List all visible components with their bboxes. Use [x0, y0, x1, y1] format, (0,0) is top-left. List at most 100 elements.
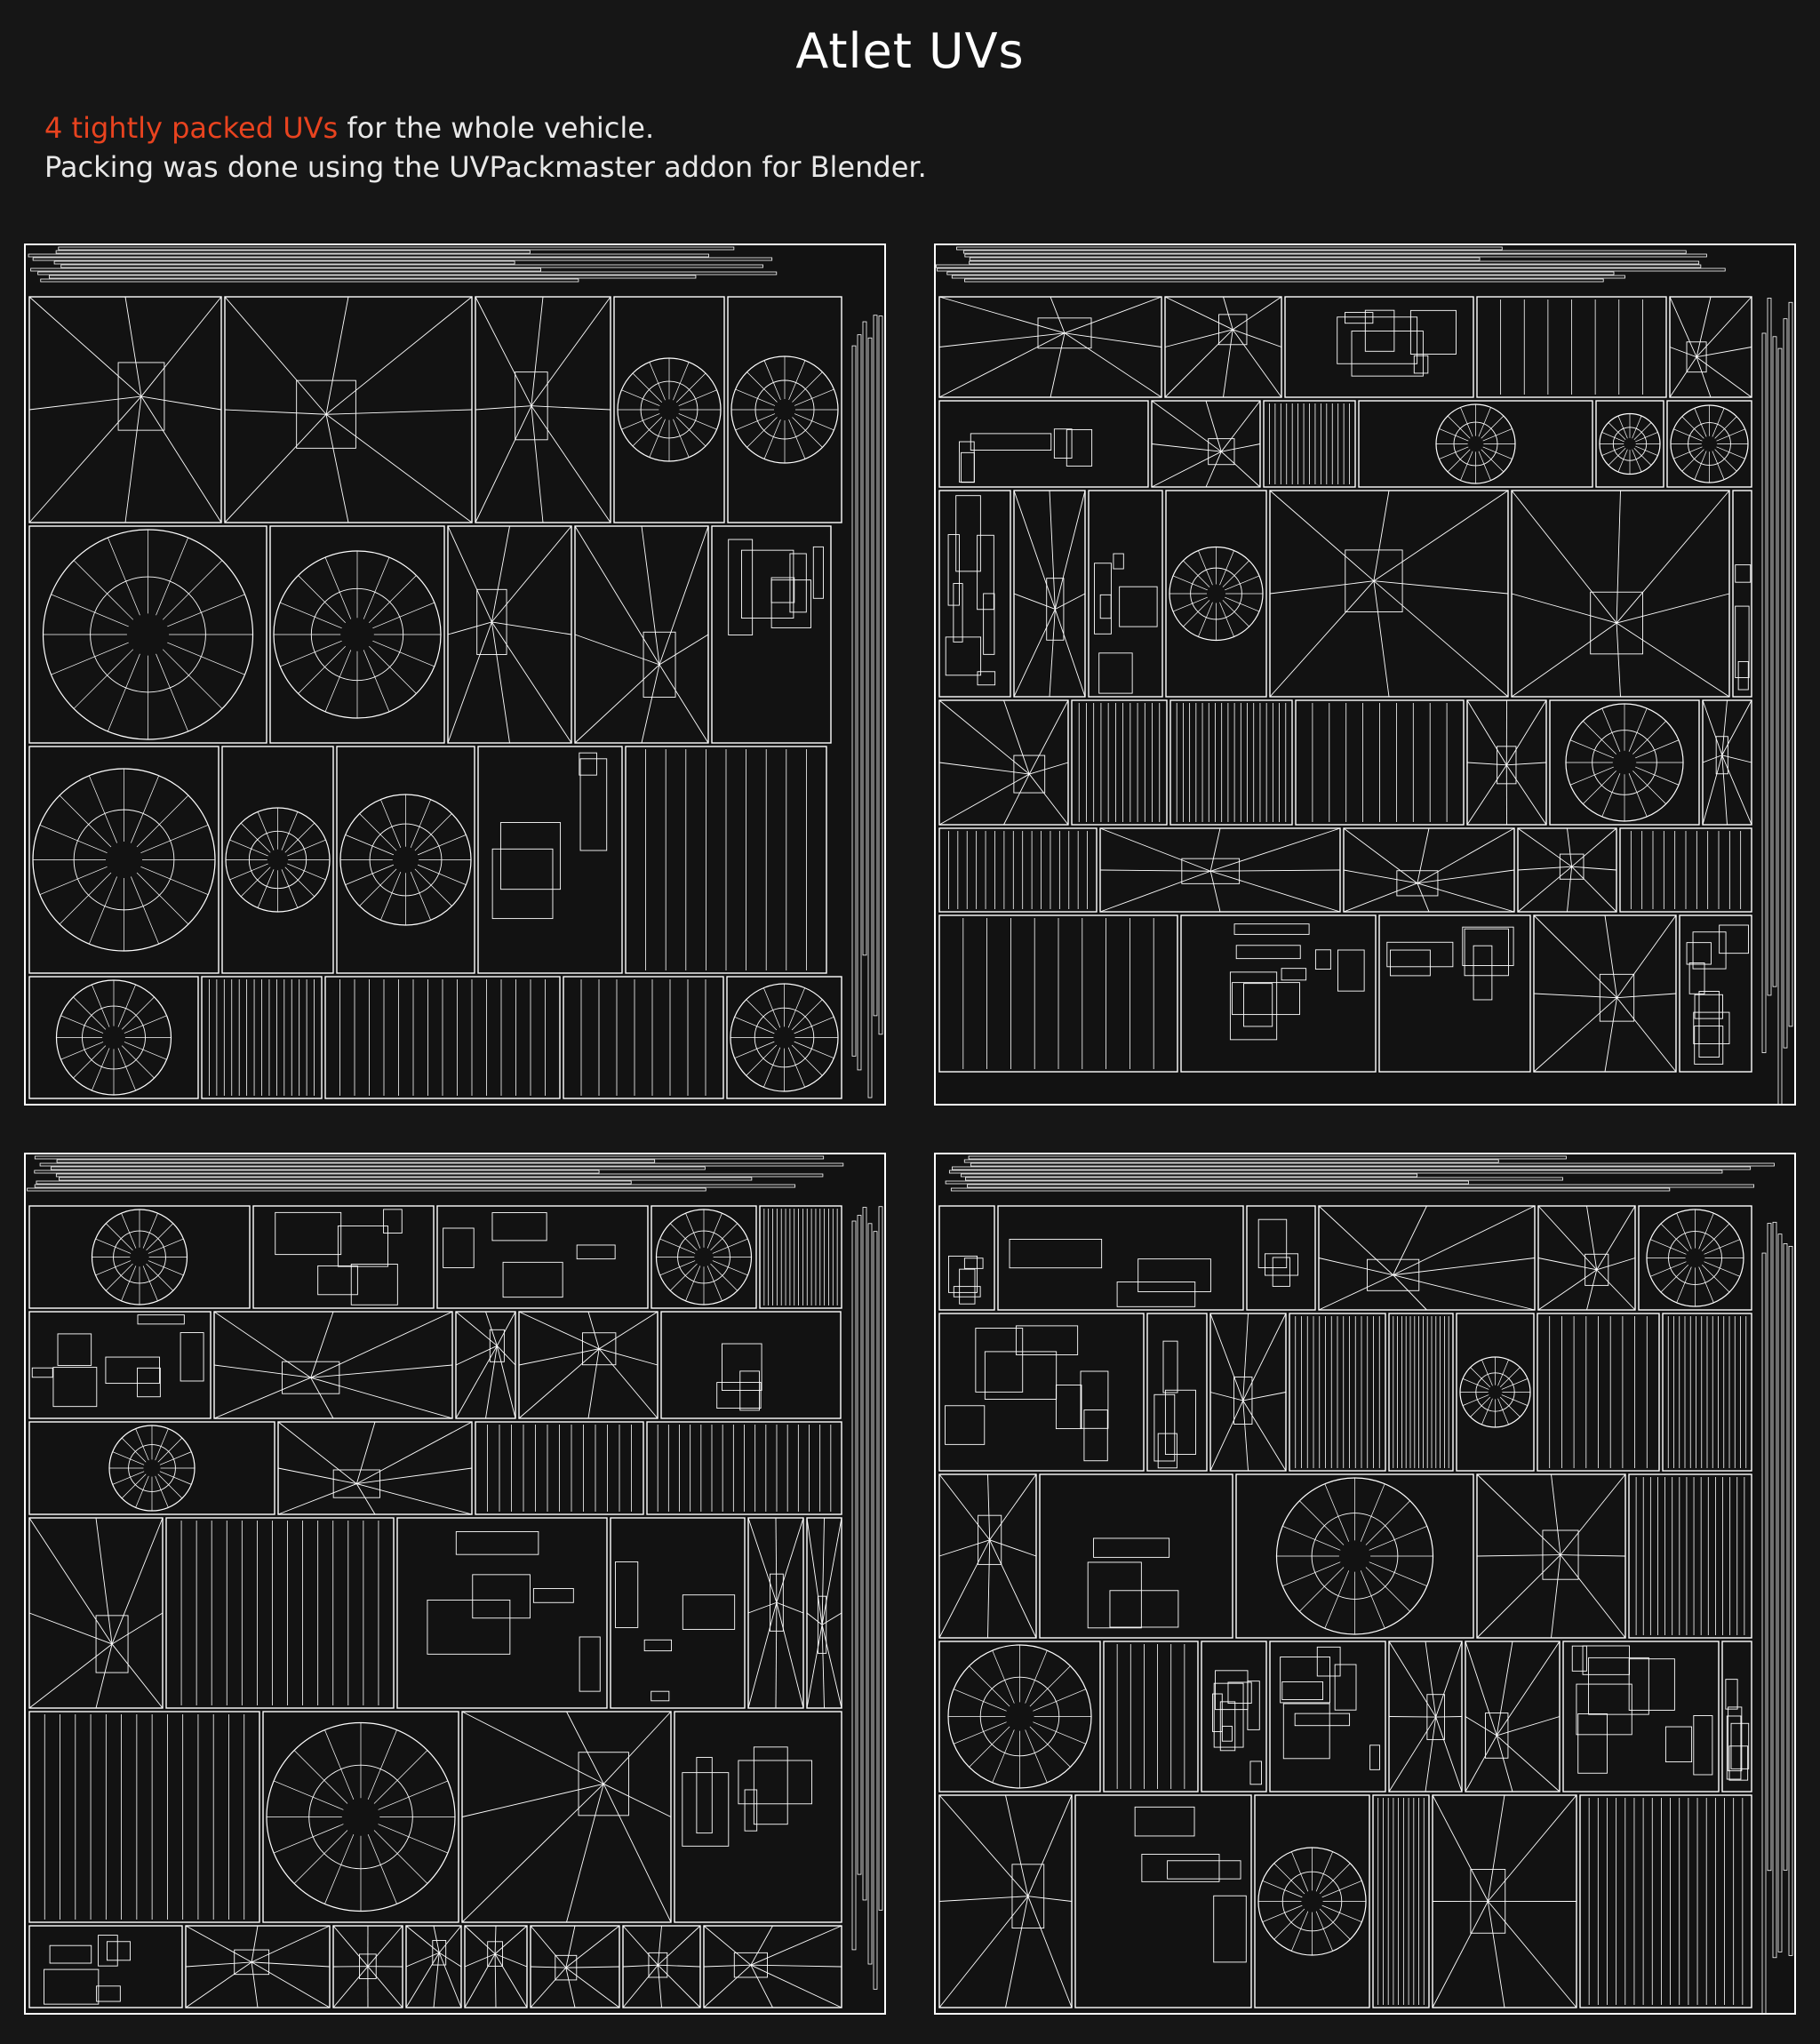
uv-island — [938, 1539, 991, 1639]
uv-island — [739, 1370, 760, 1411]
uv-island — [938, 400, 1149, 488]
uv-island — [938, 1473, 1037, 1639]
uv-island — [1417, 869, 1515, 884]
uv-island — [1465, 1641, 1561, 1792]
uv-island — [873, 1231, 878, 1990]
uv-island — [1099, 827, 1211, 872]
uv-island — [28, 296, 142, 397]
uv-island — [475, 405, 531, 411]
uv-island — [1033, 1689, 1087, 1712]
uv-island — [759, 1205, 842, 1309]
uv-island — [969, 1665, 1010, 1707]
uv-island — [938, 1473, 991, 1541]
uv-island — [1696, 356, 1752, 398]
uv-island — [224, 413, 327, 523]
uv-island — [1343, 827, 1418, 884]
uv-island — [1702, 699, 1752, 826]
uv-island — [565, 1967, 620, 2008]
uv-island — [447, 621, 492, 744]
uv-island — [1181, 858, 1241, 884]
uv-island — [137, 1314, 185, 1325]
uv-island — [112, 1471, 145, 1485]
uv-island — [1386, 941, 1454, 968]
uv-island — [373, 1830, 428, 1884]
uv-island — [962, 250, 1687, 254]
uv-island — [28, 296, 222, 523]
uv-island — [1164, 296, 1282, 398]
uv-island — [821, 1625, 842, 1709]
uv-island — [1549, 699, 1700, 826]
uv-island — [622, 1964, 659, 2008]
uv-island — [788, 419, 806, 459]
uv-island — [293, 1750, 348, 1804]
uv-island — [1560, 1473, 1626, 1555]
uv-island — [1225, 596, 1260, 612]
uv-island — [1037, 317, 1092, 349]
uv-island — [1222, 600, 1249, 627]
uv-island — [55, 1173, 824, 1178]
uv-island — [1213, 1895, 1247, 1963]
uv-island — [1212, 1693, 1223, 1732]
uv-island — [124, 1042, 167, 1060]
uv-island — [1772, 1221, 1777, 1959]
uv-island — [1560, 1554, 1626, 1639]
uv-island — [857, 1215, 862, 1875]
uv-island — [111, 1643, 164, 1709]
uv-island — [1533, 914, 1617, 999]
uv-island — [1676, 1213, 1692, 1250]
uv-island — [1299, 1500, 1345, 1545]
uv-island — [1669, 296, 1697, 357]
uv-island — [1497, 1716, 1561, 1737]
uv-island — [1219, 602, 1234, 637]
uv-island — [1365, 1500, 1410, 1545]
uv-island — [499, 822, 562, 890]
uv-island — [213, 1364, 311, 1378]
uv-island — [107, 1941, 131, 1961]
uv-island — [494, 1925, 497, 1954]
uv-island — [1505, 764, 1547, 826]
uv-island — [28, 1205, 251, 1309]
uv-island — [1694, 408, 1707, 437]
uv-island — [1714, 416, 1737, 439]
uv-island — [1388, 1641, 1437, 1718]
uv-island — [165, 1517, 395, 1709]
uv-island — [1151, 400, 1222, 452]
uv-island — [1210, 827, 1341, 872]
uv-island — [1537, 1205, 1598, 1271]
uv-island — [491, 525, 510, 622]
uv-island — [1517, 827, 1572, 867]
uv-island — [1716, 428, 1745, 442]
uv-island — [1033, 1721, 1087, 1745]
uv-island — [1702, 755, 1722, 763]
uv-island — [682, 1772, 730, 1847]
uv-island — [27, 1187, 706, 1192]
uv-island — [1482, 446, 1513, 459]
uv-island — [447, 621, 492, 635]
uv-island — [324, 650, 352, 712]
uv-island — [566, 1784, 604, 1923]
uv-island — [1635, 432, 1658, 443]
uv-island — [1696, 296, 1752, 358]
uv-island — [461, 1711, 672, 1923]
uv-island — [1291, 1911, 1309, 1952]
uv-island — [632, 372, 663, 403]
uv-island — [622, 1964, 659, 1968]
uv-island — [963, 1159, 1499, 1163]
uv-island — [224, 409, 327, 415]
uv-island — [48, 275, 697, 279]
uv-island — [578, 1752, 629, 1816]
uv-island — [1003, 773, 1030, 826]
uv-island — [1337, 316, 1418, 364]
uv-island — [337, 1226, 388, 1267]
uv-island — [472, 1574, 531, 1619]
uv-island — [727, 296, 842, 523]
uv-island — [1413, 355, 1429, 374]
uv-island — [1596, 1269, 1636, 1311]
uv-island — [555, 1954, 578, 1981]
uv-island — [251, 1961, 259, 2008]
uv-island — [491, 621, 510, 744]
uv-island — [146, 1263, 174, 1291]
uv-island — [579, 1636, 601, 1692]
uv-island — [363, 650, 390, 712]
uv-island — [28, 1517, 113, 1645]
